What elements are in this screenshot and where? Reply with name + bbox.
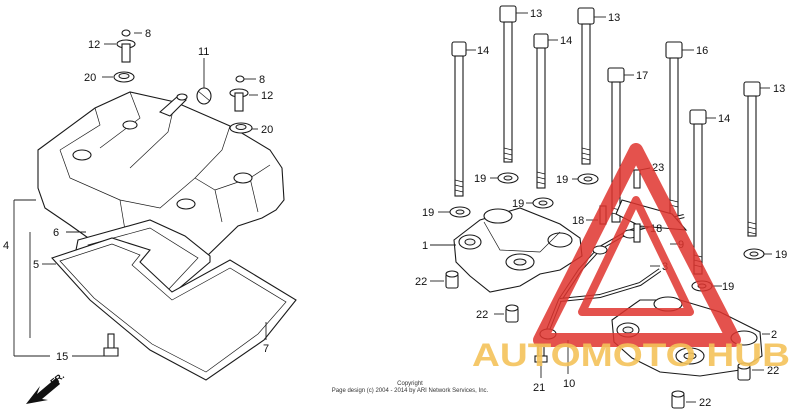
- callout-22: 22: [767, 365, 779, 377]
- cylinder-head-cover: [37, 91, 285, 263]
- callout-13: 13: [608, 12, 620, 24]
- leader-lines-left: [13, 32, 267, 357]
- callout-19: 19: [512, 198, 524, 210]
- callout-2: 2: [771, 329, 777, 341]
- callout-16: 16: [696, 45, 708, 57]
- copyright-line-2: Page design (c) 2004 - 2014 by ARI Netwo…: [331, 388, 489, 394]
- callout-1: 1: [422, 240, 428, 252]
- callout-3: 3: [662, 261, 668, 273]
- bolt-21: [534, 343, 548, 363]
- callout-11: 11: [198, 46, 209, 58]
- cover-gaskets: [51, 219, 297, 381]
- callout-17: 17: [636, 70, 648, 82]
- callout-12: 12: [261, 90, 273, 102]
- callout-19: 19: [556, 174, 568, 186]
- callout-22: 22: [415, 276, 427, 288]
- callout-19: 19: [474, 173, 486, 185]
- rocker-arm-holder-1: [453, 207, 583, 293]
- callout-20: 20: [84, 72, 96, 84]
- callout-19: 19: [422, 207, 434, 219]
- callout-21: 21: [533, 382, 545, 394]
- callout-13: 13: [530, 8, 542, 20]
- callout-9: 9: [678, 239, 684, 251]
- callout-14: 14: [718, 113, 730, 125]
- copyright-notice: Copyright Page design (c) 2004 - 2014 by…: [300, 381, 520, 395]
- callout-4: 4: [3, 240, 9, 252]
- callout-14: 14: [477, 45, 489, 57]
- front-arrow-icon: [26, 378, 60, 404]
- copyright-line-1: Copyright: [397, 381, 423, 387]
- callout-6: 6: [53, 227, 59, 239]
- callout-14: 14: [560, 35, 572, 47]
- callout-18: 18: [650, 223, 662, 235]
- dowel-pins-22: [445, 270, 751, 409]
- callout-12: 12: [88, 39, 100, 51]
- callout-13: 13: [773, 83, 785, 95]
- clip-11: [196, 87, 212, 105]
- cap-nut-assembly-right: [229, 75, 253, 134]
- callout-19: 19: [775, 249, 787, 261]
- callout-8: 8: [145, 28, 151, 40]
- callout-19: 19: [722, 281, 734, 293]
- callout-7: 7: [263, 343, 269, 355]
- callout-8: 8: [259, 74, 265, 86]
- bolt-15: [103, 333, 119, 357]
- callout-15: 15: [56, 351, 68, 363]
- cap-nut-assembly-left: [113, 29, 136, 83]
- callout-18: 18: [572, 215, 584, 227]
- callout-22: 22: [699, 397, 711, 409]
- callout-23: 23: [652, 162, 664, 174]
- callout-10: 10: [563, 378, 575, 390]
- callout-20: 20: [261, 124, 273, 136]
- callout-5: 5: [33, 259, 39, 271]
- callout-22: 22: [476, 309, 488, 321]
